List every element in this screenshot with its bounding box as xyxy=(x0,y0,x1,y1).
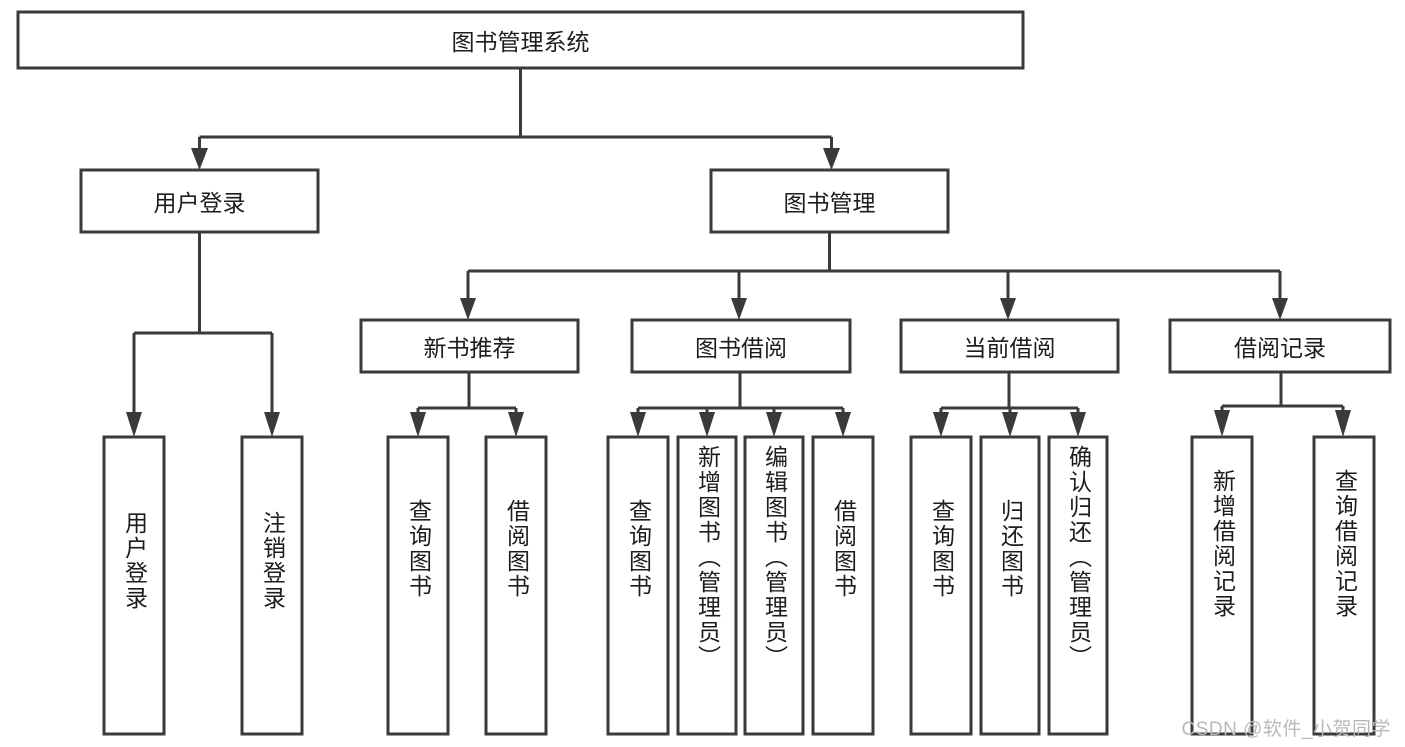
arrowhead-borrow-edit xyxy=(766,412,782,437)
arrowhead-newbook-query xyxy=(410,412,426,437)
edge-group-user-login xyxy=(126,232,280,437)
edge-group-book-mgmt xyxy=(460,232,1288,320)
leaf-record-query[interactable] xyxy=(1312,435,1376,736)
arrowhead-borrow-add xyxy=(699,412,715,437)
arrowhead-book-mgmt xyxy=(823,148,840,170)
node-current-borrow[interactable] xyxy=(899,318,1120,374)
arrowhead-record-query xyxy=(1335,410,1351,437)
arrowhead-user-login xyxy=(191,148,208,170)
edge-group-root xyxy=(191,68,840,170)
arrowhead-leaf-logout xyxy=(264,412,280,437)
leaf-borrow-add-book-admin[interactable] xyxy=(676,435,738,736)
edge-group-newbook xyxy=(410,372,524,437)
leaf-current-return-book[interactable] xyxy=(979,435,1041,736)
leaf-current-query-book[interactable] xyxy=(909,435,973,736)
leaf-newbook-query-book[interactable] xyxy=(386,435,450,736)
edge-group-record xyxy=(1214,372,1351,437)
leaf-user-login[interactable] xyxy=(102,435,166,736)
arrowhead-current-query xyxy=(933,412,949,437)
leaf-current-confirm-return-admin[interactable] xyxy=(1047,435,1109,736)
arrowhead-current-confirm xyxy=(1070,412,1086,437)
arrowhead-current xyxy=(1000,298,1016,320)
arrowhead-borrow xyxy=(731,298,747,320)
arrowhead-current-return xyxy=(1002,412,1018,437)
edge-group-borrow xyxy=(630,372,851,437)
leaf-newbook-borrow-book[interactable] xyxy=(484,435,548,736)
node-book-borrow[interactable] xyxy=(630,318,852,374)
node-root[interactable] xyxy=(16,10,1025,70)
node-book-management[interactable] xyxy=(709,168,950,234)
arrowhead-borrow-lend xyxy=(835,412,851,437)
arrowhead-newbook-borrow xyxy=(508,412,524,437)
leaf-borrow-edit-book-admin[interactable] xyxy=(743,435,805,736)
arrowhead-record-add xyxy=(1214,410,1230,437)
edge-group-current xyxy=(933,372,1086,437)
leaf-borrow-lend-book[interactable] xyxy=(811,435,875,736)
node-new-book-recommend[interactable] xyxy=(359,318,580,374)
leaf-logout[interactable] xyxy=(240,435,304,736)
leaf-record-add[interactable] xyxy=(1190,435,1254,736)
arrowhead-newbook xyxy=(460,298,476,320)
node-borrow-record[interactable] xyxy=(1168,318,1392,374)
node-user-login[interactable] xyxy=(79,168,320,234)
arrowhead-leaf-user-login xyxy=(126,412,142,437)
arrowhead-borrow-query xyxy=(630,412,646,437)
leaf-borrow-query-book[interactable] xyxy=(606,435,670,736)
arrowhead-record xyxy=(1272,298,1288,320)
